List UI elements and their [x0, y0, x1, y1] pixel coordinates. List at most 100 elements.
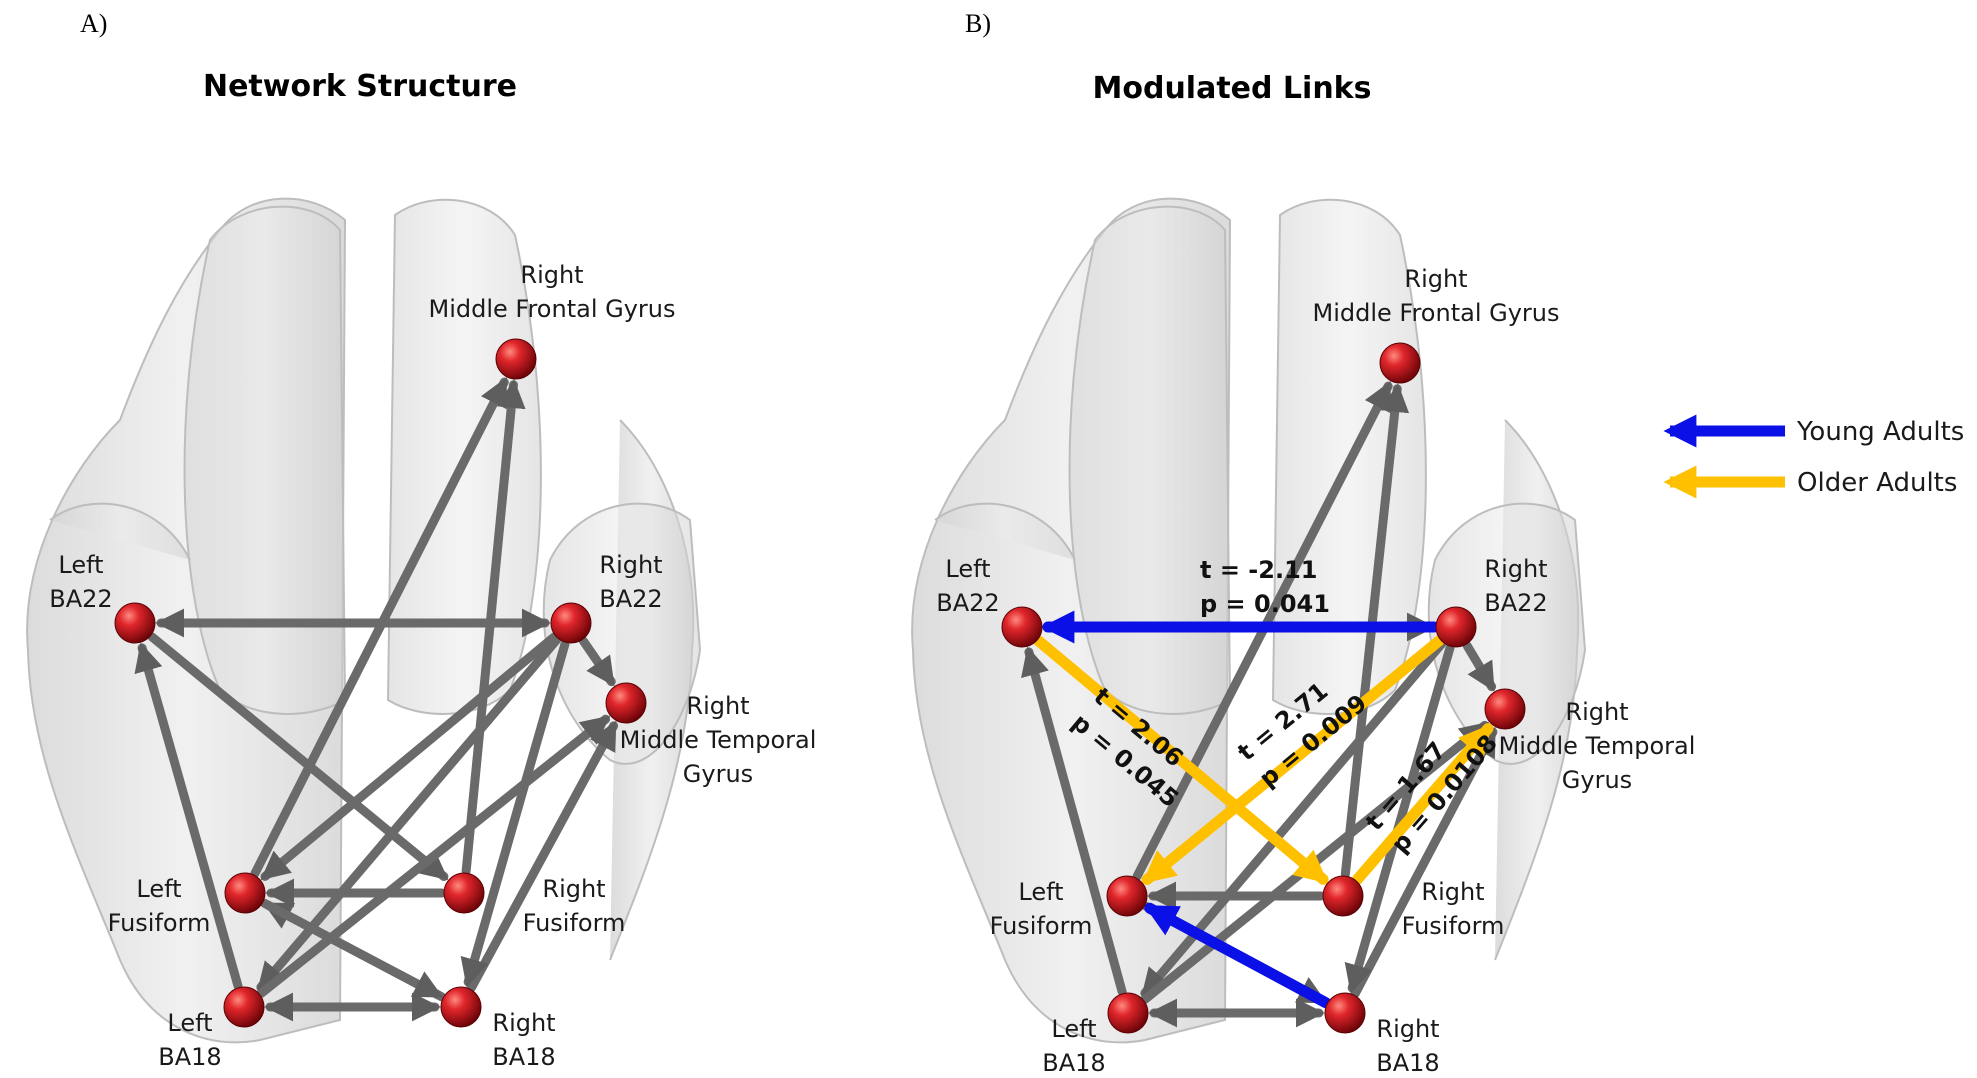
node-sphere: [550, 602, 592, 644]
node-sphere: [1324, 992, 1366, 1034]
modulated-edge-older: [1351, 723, 1494, 885]
node-label: Right: [520, 261, 583, 289]
network-edge: [460, 639, 570, 988]
network-edge: [134, 642, 243, 991]
node-sphere: [223, 986, 265, 1028]
node-label: Gyrus: [1562, 766, 1632, 794]
node-label: Right: [542, 875, 605, 903]
modulated-edge-older: [1141, 635, 1445, 886]
node-sphere: [1484, 688, 1526, 730]
panel-letter: A): [80, 9, 107, 38]
brain-lobe: [183, 205, 347, 715]
node-label: BA22: [1484, 589, 1547, 617]
node-label: Right: [1376, 1015, 1439, 1043]
node-label: Middle Frontal Gyrus: [1313, 299, 1560, 327]
node-label: Left: [136, 875, 181, 903]
node-label: Middle Frontal Gyrus: [429, 295, 676, 323]
node-sphere: [1435, 606, 1477, 648]
node-sphere: [114, 602, 156, 644]
node-sphere: [440, 986, 482, 1028]
node-label: Left: [945, 555, 990, 583]
node-label: BA18: [492, 1043, 555, 1071]
panel-letter: B): [965, 9, 991, 38]
network-edge: [466, 720, 619, 993]
network-edge: [147, 632, 449, 882]
node-sphere: [1379, 342, 1421, 384]
node-label: Left: [167, 1009, 212, 1037]
network-edge: [260, 632, 559, 881]
brain-lobe: [49, 502, 191, 561]
panel-title: Modulated Links: [1093, 71, 1372, 106]
node-label: BA22: [49, 585, 112, 613]
node-label: Middle Temporal: [1499, 732, 1696, 760]
node-label: Fusiform: [108, 909, 211, 937]
node-sphere: [1106, 875, 1148, 917]
modulated-edge-young: [1144, 902, 1332, 1009]
brain-outline: [26, 197, 702, 1044]
node-label: Left: [1051, 1015, 1096, 1043]
network-edge: [250, 377, 509, 878]
node-label: BA18: [158, 1043, 221, 1071]
node-label: Right: [1421, 878, 1484, 906]
node-label: BA22: [936, 589, 999, 617]
node-label: Right: [1404, 265, 1467, 293]
brain-lobe: [1068, 205, 1232, 715]
node-sphere: [1001, 606, 1043, 648]
t-value: t = -2.11: [1200, 556, 1317, 584]
node-label: BA18: [1376, 1049, 1439, 1077]
node-label: Right: [1484, 555, 1547, 583]
node-sphere: [1322, 875, 1364, 917]
node-sphere: [443, 872, 485, 914]
network-edge: [1344, 643, 1455, 994]
modulated-edge-older: [1033, 635, 1329, 885]
node-label: Left: [58, 551, 103, 579]
node-label: Gyrus: [683, 760, 753, 788]
network-edges: [134, 377, 619, 1022]
network-edge: [256, 635, 562, 992]
node-label: Right: [599, 551, 662, 579]
network-edge: [461, 379, 526, 876]
network-edge: [259, 898, 444, 1000]
node-label: Fusiform: [1402, 912, 1505, 940]
node-label: Fusiform: [523, 909, 626, 937]
node-sphere: [605, 682, 647, 724]
node-sphere: [495, 338, 537, 380]
network-edge: [578, 636, 616, 687]
statistic-label: t = -2.11 p = 0.041: [1200, 556, 1330, 618]
statistic-label: t = 1.67p = 0.0108: [1360, 729, 1503, 858]
brain-lobe: [934, 502, 1076, 561]
node-label: Right: [1565, 698, 1628, 726]
legend-label: Older Adults: [1797, 468, 1957, 498]
node-label: Fusiform: [990, 912, 1093, 940]
node-label: Right: [686, 692, 749, 720]
network-edge: [1021, 646, 1127, 997]
node-label: Right: [492, 1009, 555, 1037]
p-value: p = 0.041: [1200, 590, 1330, 618]
node-label: BA18: [1042, 1049, 1105, 1077]
legend-item: Young Adults: [1663, 414, 1964, 448]
node-label: BA22: [599, 585, 662, 613]
network-edge: [1350, 726, 1498, 999]
node-label: Left: [1018, 878, 1063, 906]
legend-item: Older Adults: [1663, 465, 1957, 499]
